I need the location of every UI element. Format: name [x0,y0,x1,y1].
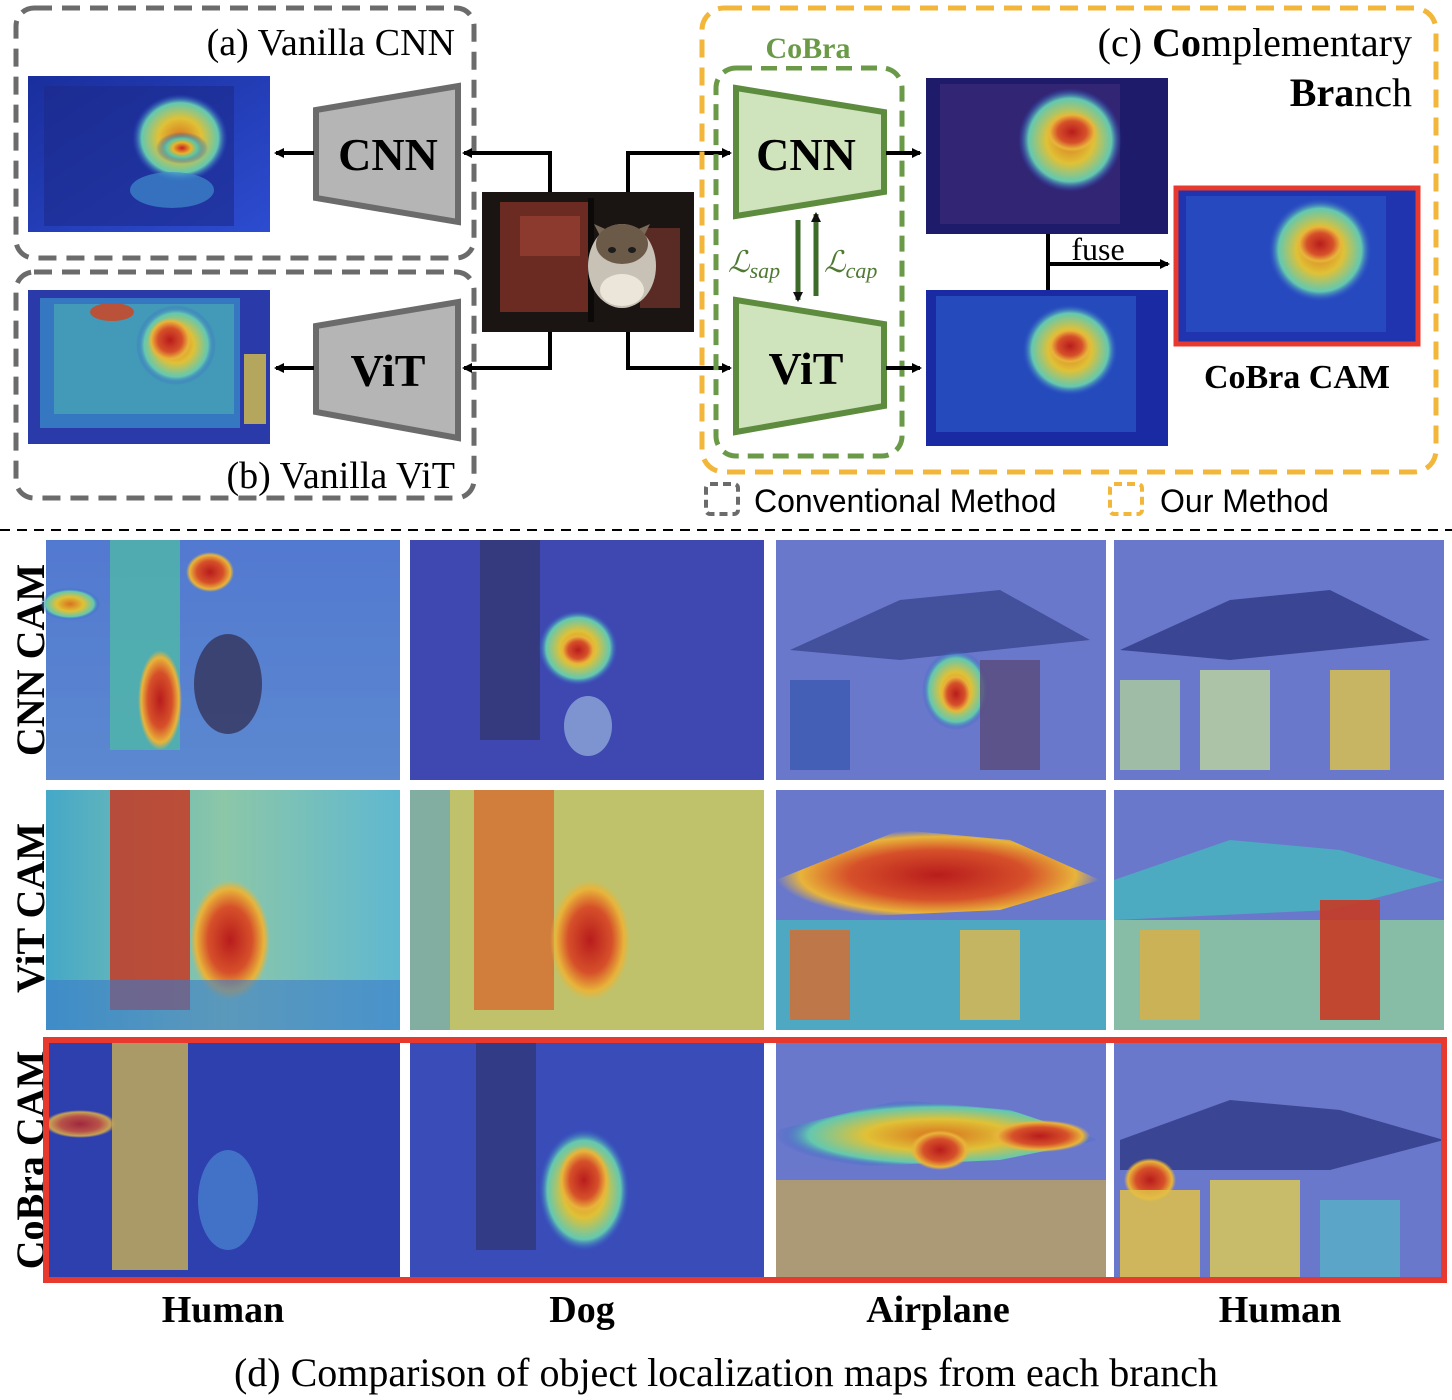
legend-conventional-swatch [704,482,740,516]
fuse-label: fuse [1071,231,1124,267]
cam-vanilla-vit [28,290,270,444]
block-vit-vanilla-label: ViT [351,345,426,396]
panel-c-border [699,5,1439,475]
column-label-airplane: Airplane [866,1289,1010,1331]
column-label-human: Human [162,1289,284,1331]
grid-cobra-human [44,1040,400,1280]
block-vit-cobra [733,296,887,436]
input-cat-image [482,192,694,332]
block-vit-cobra-label: ViT [769,343,844,394]
grid-vit-human-2 [1114,790,1444,1030]
block-cnn-vanilla-label: CNN [338,129,438,180]
cam-cobra-cnn-branch [926,78,1168,234]
block-cnn-cobra [733,84,887,220]
grid-cobra-dog [410,1040,764,1280]
panel-c-title-line1: (c) Complementary [1098,20,1412,65]
column-label-dog: Dog [549,1289,614,1331]
loss-sap-label: ℒsap [728,246,780,283]
grid-cnn-dog [410,540,764,780]
cobra-box-border [713,65,905,459]
arrow-image-to-vanilla-vit [462,332,552,373]
block-cnn-cobra-label: CNN [756,129,856,180]
cam-cobra-result [1178,190,1416,342]
cam-cobra-vit-branch [926,290,1168,446]
grid-vit-dog [410,790,764,1030]
panel-a-border [13,5,477,261]
figure-caption: (d) Comparison of object localization ma… [234,1350,1218,1395]
cam-vanilla-cnn [28,76,270,232]
grid-vit-human [46,790,400,1030]
panel-c-title-line2: Branch [1290,70,1412,115]
panel-b-title: (b) Vanilla ViT [226,455,455,497]
grid-cobra-airplane [776,1040,1106,1280]
grid-cnn-human-2 [1114,540,1444,780]
arrow-image-to-vanilla-cnn [462,148,552,192]
cobra-cam-highlight [1173,185,1421,347]
block-cnn-vanilla [313,82,461,226]
grid-cnn-human [40,540,400,780]
row-label-vit-cam: ViT CAM [8,823,53,993]
cobra-row-highlight [43,1037,1447,1283]
arrow-image-to-cobra-vit [626,332,732,373]
column-label-human-2: Human [1219,1289,1341,1331]
grid-cnn-airplane [776,540,1106,780]
block-vit-vanilla [313,298,461,442]
cobra-label-bg [760,34,856,66]
legend-ours-label: Our Method [1160,483,1329,519]
grid-vit-airplane [776,790,1106,1030]
cobra-label: CoBra [766,32,851,65]
cobra-cam-label: CoBra CAM [1204,359,1390,396]
arrow-image-to-cobra-cnn [626,148,732,192]
loss-cap-label: ℒcap [824,246,877,283]
panel-b-border [13,269,477,501]
grid-cobra-human-2 [1114,1040,1444,1280]
legend-ours-swatch [1108,482,1144,516]
panel-a-title: (a) Vanilla CNN [207,22,455,64]
legend-conventional-label: Conventional Method [754,483,1056,519]
